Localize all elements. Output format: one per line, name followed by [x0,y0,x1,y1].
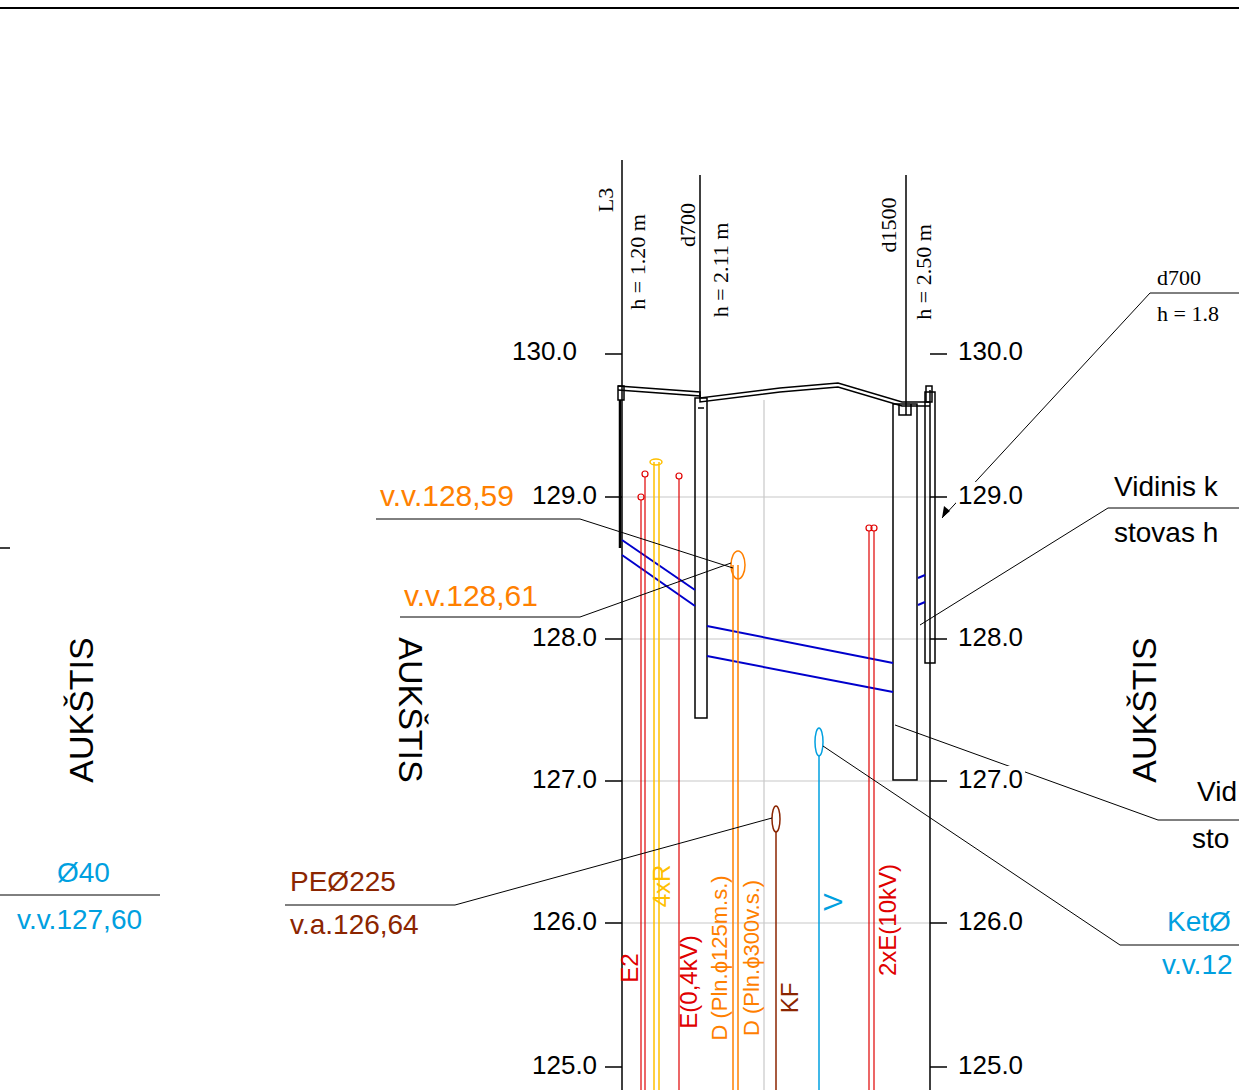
axis-value: 129.0 [956,482,1025,509]
well-id: d700 [1155,266,1203,289]
axis-value: 125.0 [530,1052,599,1079]
level-label: v.a.126,64 [288,910,421,939]
note-label: stovas h [1112,518,1220,547]
depth-dim: h = 1.20 m [626,212,649,312]
depth-dim: h = 2.50 m [912,222,935,322]
well-id: L3 [594,186,617,214]
note-label: sto [1190,824,1231,853]
utility-label: 4xR [649,863,674,910]
pipe-label: Ø40 [55,858,112,887]
axis-value: 130.0 [956,338,1025,365]
axis-value: 126.0 [530,908,599,935]
depth-dim: h = 1.8 [1155,302,1221,325]
note-label: Vid [1195,777,1239,806]
note-label: Vidinis k [1112,472,1220,501]
pipe-label: KetØ [1165,907,1233,936]
axis-title: AUKŠTIS [64,635,100,784]
axis-value: 125.0 [956,1052,1025,1079]
level-label: v.v.128,59 [378,480,516,512]
utility-label: E(0,4kV) [676,933,701,1030]
axis-value: 127.0 [530,766,599,793]
axis-title: AUKŠTIS [392,635,428,784]
axis-value: 129.0 [530,482,599,509]
axis-value: 128.0 [530,624,599,651]
well-id: d700 [676,201,699,249]
utility-label: 2xE(10kV) [875,862,900,978]
axis-title: AUKŠTIS [1127,635,1163,784]
well-id: d1500 [877,196,900,255]
level-label: v.v.127,60 [15,905,144,934]
utility-label: D (Pln.ϕ300v.s.) [740,878,763,1038]
axis-value: 126.0 [956,908,1025,935]
utility-label: KF [777,981,802,1016]
level-label: v.v.12 [1160,950,1235,979]
axis-value: 128.0 [956,624,1025,651]
utility-label: E2 [617,951,642,984]
depth-dim: h = 2.11 m [709,221,732,320]
level-label: v.v.128,61 [402,580,540,612]
utility-label: V [820,891,847,912]
axis-value: 127.0 [956,766,1025,793]
utility-label: D (Pln.ϕ125m.s.) [708,873,731,1042]
axis-value: 130.0 [510,338,579,365]
pipe-label: PEØ225 [288,867,398,896]
